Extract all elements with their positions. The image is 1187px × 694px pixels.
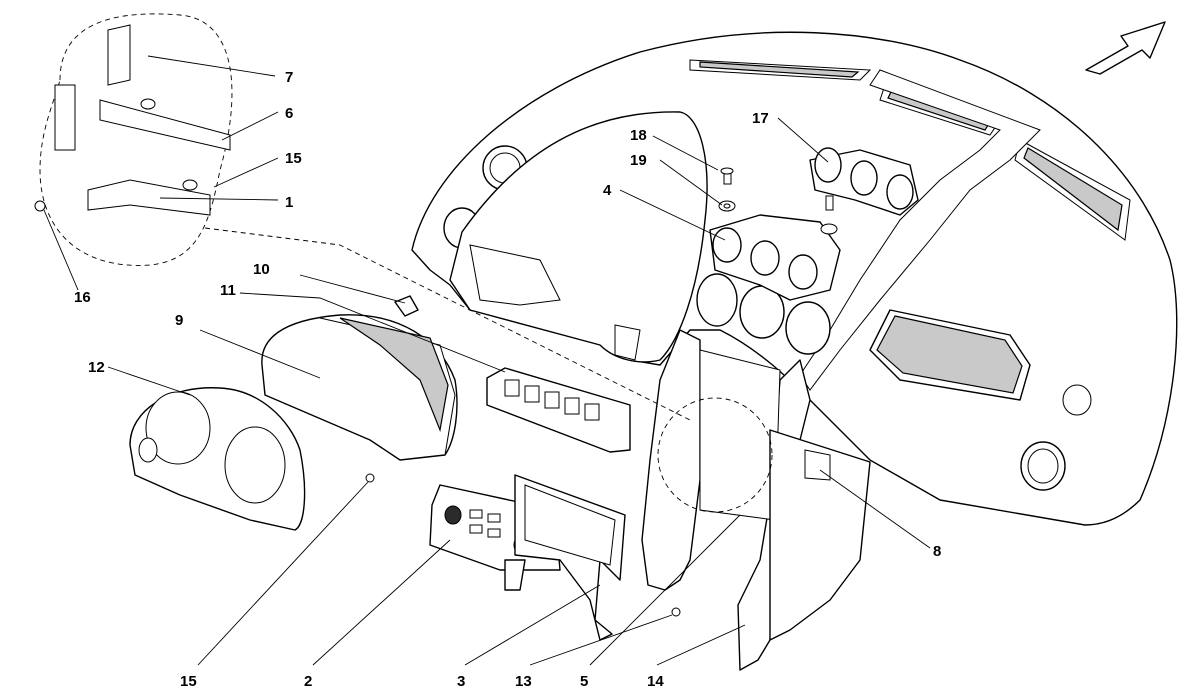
screw-18 [720,167,734,185]
callout-7: 7 [285,69,293,86]
center-console-frame [641,329,871,671]
screw-15-lower [365,473,375,483]
callout-5: 5 [580,673,588,690]
leader-lines [43,55,931,666]
callout-2: 2 [304,673,312,690]
callout-9: 9 [175,312,183,329]
instrument-cluster [261,314,458,461]
detail-link-line [204,227,691,421]
screw-right [820,195,838,235]
detail-circle [657,397,773,513]
screw-13 [671,607,681,617]
cluster-bezel [129,387,306,531]
callout-15b: 15 [180,673,197,690]
mounting-bracket [504,474,626,641]
callout-12: 12 [88,359,105,376]
callout-18: 18 [630,127,647,144]
inset-detail [34,13,233,266]
clip-10 [394,295,419,317]
callout-1: 1 [285,194,293,211]
callout-17: 17 [752,110,769,127]
callout-19: 19 [630,152,647,169]
callout-16: 16 [74,289,91,306]
glovebox-panel [449,111,708,363]
callout-6: 6 [285,105,293,122]
gauge-pod [809,147,919,216]
callout-13: 13 [515,673,532,690]
center-vent-pod [709,214,841,301]
callout-8: 8 [933,543,941,560]
callout-4: 4 [603,182,612,199]
washer-19 [718,200,736,212]
callout-10: 10 [253,261,270,278]
callout-3: 3 [457,673,465,690]
switch-panel [486,367,631,453]
direction-arrow-icon [1085,21,1166,75]
callout-15a: 15 [285,150,302,167]
callout-labels: 7 6 15 1 16 10 11 9 12 18 19 4 17 8 15 2… [74,69,941,690]
callout-11: 11 [220,282,236,299]
callout-14: 14 [647,673,664,690]
